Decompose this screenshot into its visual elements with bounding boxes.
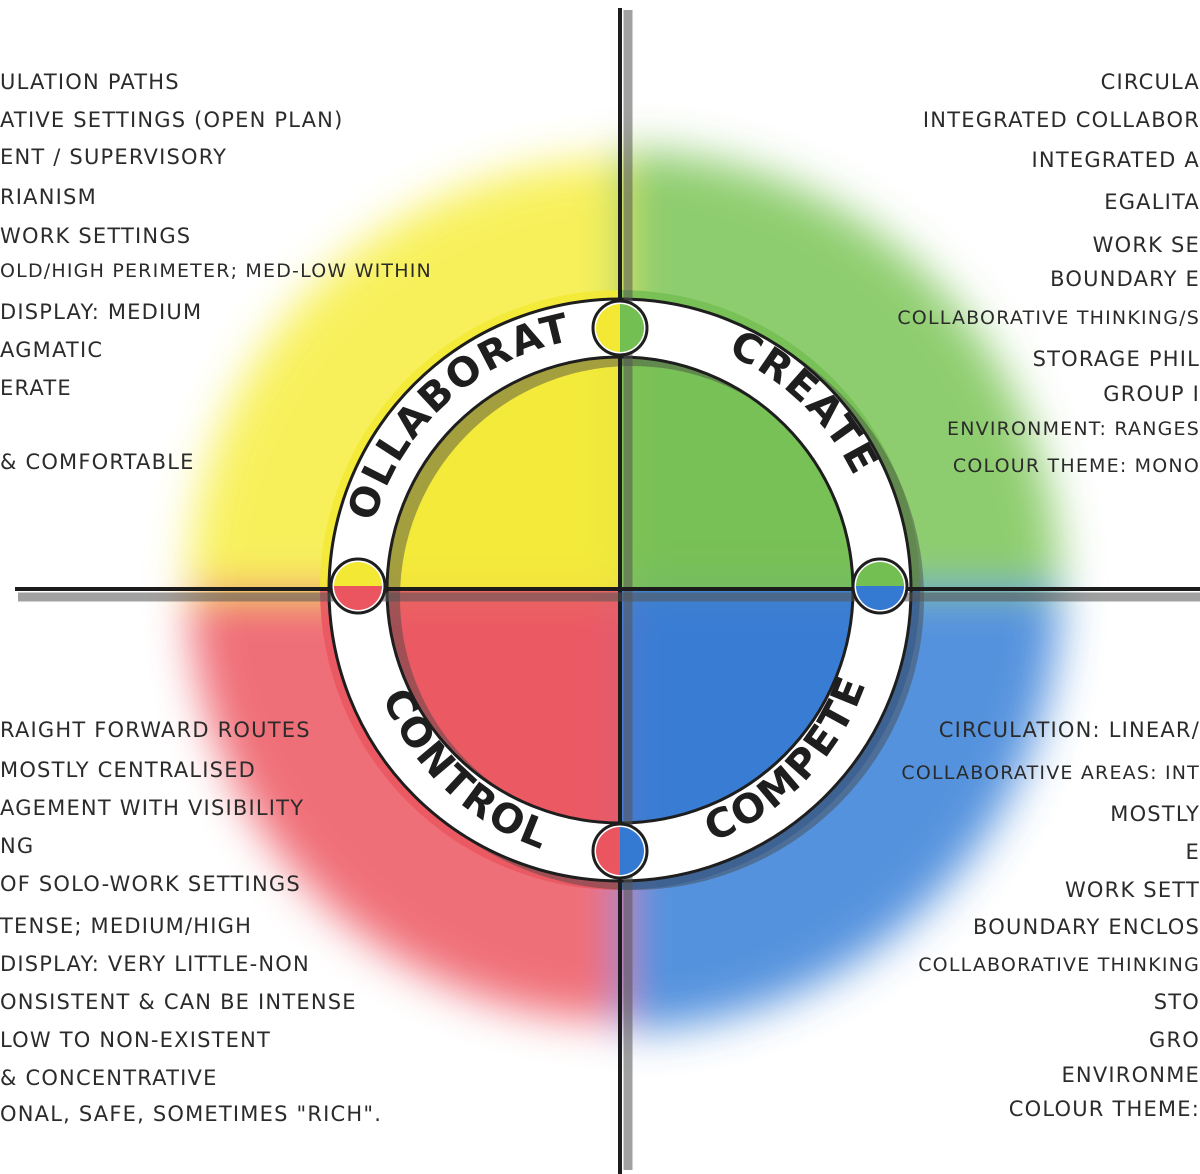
note-line: E (1186, 840, 1200, 864)
note-line: WORK SETTINGS (0, 224, 191, 248)
note-line: ULATION PATHS (0, 70, 180, 94)
note-line: COLLABORATIVE THINKING/S (897, 307, 1200, 329)
note-line: CIRCULATION: LINEAR/ (939, 718, 1200, 742)
node-bottom (593, 824, 647, 878)
note-line: GROUP I (1103, 382, 1200, 406)
note-line: TENSE; MEDIUM/HIGH (0, 914, 252, 938)
note-line: ENVIRONME (1061, 1063, 1200, 1087)
note-line: ONAL, SAFE, SOMETIMES "RICH". (0, 1102, 382, 1126)
note-line: OLD/HIGH PERIMETER; MED-LOW WITHIN (0, 260, 432, 282)
note-line: MOSTLY (1110, 802, 1200, 826)
note-line: ATIVE SETTINGS (OPEN PLAN) (0, 108, 343, 132)
note-line: DISPLAY: VERY LITTLE-NON (0, 952, 310, 976)
note-line: COLOUR THEME: MONO (953, 455, 1200, 477)
note-line: INTEGRATED A (1032, 148, 1200, 172)
note-line: AGMATIC (0, 338, 103, 362)
note-line: CIRCULA (1101, 70, 1200, 94)
note-line: COLLABORATIVE THINKING (918, 954, 1200, 976)
note-line: WORK SETT (1065, 878, 1200, 902)
note-line: RIANISM (0, 185, 97, 209)
note-line: ENVIRONMENT: RANGES (947, 418, 1200, 440)
note-line: STO (1154, 990, 1200, 1014)
note-line: DISPLAY: MEDIUM (0, 300, 202, 324)
note-line: NG (0, 834, 34, 858)
note-line: RAIGHT FORWARD ROUTES (0, 718, 311, 742)
note-line: ONSISTENT & CAN BE INTENSE (0, 990, 357, 1014)
note-line: COLLABORATIVE AREAS: INT (901, 762, 1200, 784)
note-line: EGALITA (1104, 190, 1200, 214)
note-line: LOW TO NON-EXISTENT (0, 1028, 271, 1052)
node-left (331, 559, 385, 613)
note-line: & COMFORTABLE (0, 450, 195, 474)
note-line: ENT / SUPERVISORY (0, 145, 227, 169)
note-line: & CONCENTRATIVE (0, 1066, 218, 1090)
note-line: GRO (1149, 1028, 1200, 1052)
note-line: MOSTLY CENTRALISED (0, 758, 256, 782)
note-line: STORAGE PHIL (1033, 347, 1200, 371)
note-line: WORK SE (1093, 233, 1200, 257)
note-line: ERATE (0, 376, 72, 400)
note-line: BOUNDARY ENCLOS (973, 915, 1200, 939)
note-line: OF SOLO-WORK SETTINGS (0, 872, 301, 896)
node-right (853, 559, 907, 613)
note-line: INTEGRATED COLLABOR (923, 108, 1200, 132)
note-line: COLOUR THEME: (1009, 1097, 1200, 1121)
node-top (593, 301, 647, 355)
note-line: BOUNDARY E (1050, 267, 1200, 291)
note-line: AGEMENT WITH VISIBILITY (0, 796, 304, 820)
